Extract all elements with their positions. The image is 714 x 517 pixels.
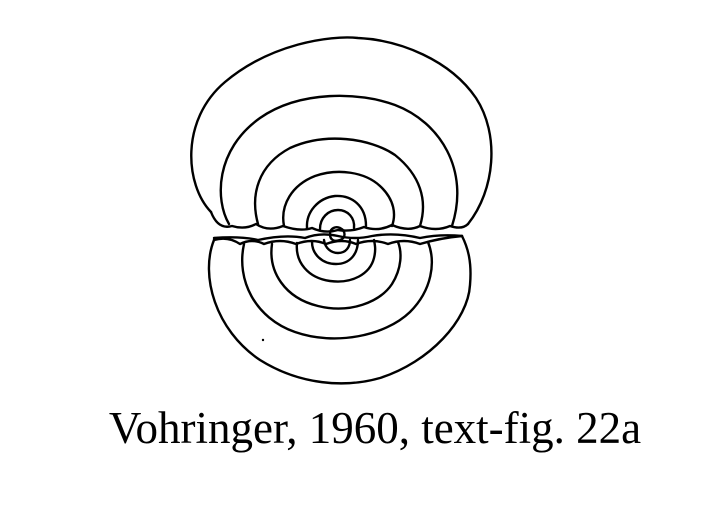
upper-margin-scallops <box>209 210 470 233</box>
lower-chamber-arc-4 <box>295 238 377 283</box>
scan-speck <box>261 338 265 342</box>
figure-caption: Vohringer, 1960, text-fig. 22a <box>108 403 642 453</box>
upper-chamber-arc-4 <box>282 170 396 228</box>
proloculus <box>328 226 346 242</box>
lower-chamber-arc-2 <box>241 240 433 340</box>
suture-line <box>212 233 464 242</box>
upper-chamber-arc-5 <box>305 194 368 230</box>
upper-chamber-arc-6 <box>318 208 356 231</box>
lower-chamber-arc-5 <box>310 238 360 266</box>
lower-chamber-arc-3 <box>270 240 402 310</box>
lower-chamber-arc-1 <box>207 234 472 385</box>
lower-chamber-arc-6 <box>322 238 352 255</box>
upper-chamber-arc-2 <box>219 94 459 228</box>
upper-chamber-arc-1 <box>190 36 493 226</box>
upper-chamber-arc-3 <box>253 137 425 228</box>
